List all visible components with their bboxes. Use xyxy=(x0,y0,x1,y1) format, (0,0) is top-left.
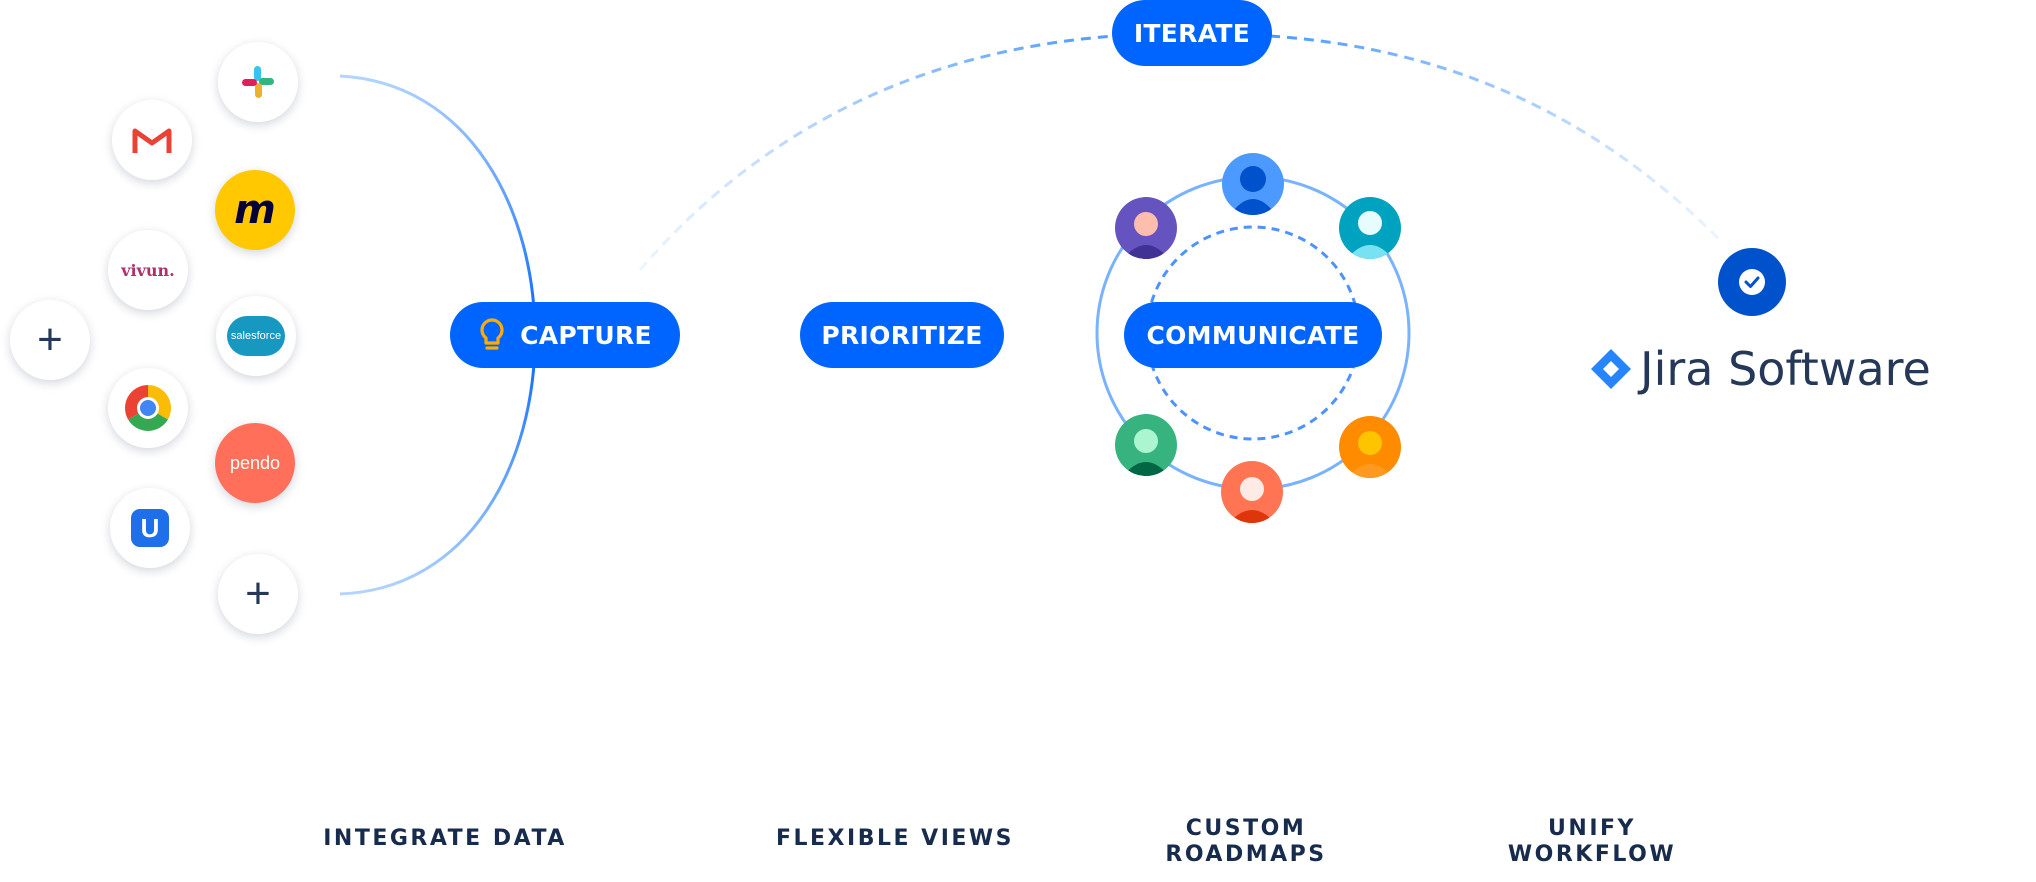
feature-line: CUSTOM xyxy=(1185,816,1307,841)
lightbulb-icon xyxy=(480,318,504,350)
uservoice-letter: U xyxy=(140,512,160,543)
miro-mark: m xyxy=(234,187,276,233)
team-avatar xyxy=(1115,414,1177,476)
check-badge-icon xyxy=(1718,248,1786,316)
team-avatar xyxy=(1339,416,1401,478)
iterate-label: ITERATE xyxy=(1133,18,1251,48)
uservoice-mark: U xyxy=(131,509,169,547)
team-avatar xyxy=(1339,197,1401,259)
jira-logo-icon xyxy=(1591,349,1631,389)
salesforce-logo: salesforce xyxy=(230,330,282,342)
gmail-icon[interactable] xyxy=(112,100,192,180)
pendo-logo: pendo xyxy=(229,452,281,473)
vivun-icon[interactable]: vivun. xyxy=(108,230,188,310)
feature-line: UNIFY xyxy=(1548,816,1636,841)
uservoice-icon[interactable]: U xyxy=(110,488,190,568)
feature-line: FLEXIBLE VIEWS xyxy=(775,826,1015,851)
feature-line: INTEGRATE DATA xyxy=(323,826,567,851)
pendo-icon[interactable]: pendo xyxy=(215,423,295,503)
team-avatar xyxy=(1115,197,1177,259)
chrome-icon[interactable] xyxy=(108,368,188,448)
vivun-logo: vivun. xyxy=(121,260,175,280)
jira-software-wordmark: Jira Software xyxy=(1640,342,1931,396)
plus-icon: + xyxy=(37,315,63,364)
miro-icon[interactable]: m xyxy=(215,170,295,250)
add-integration-button[interactable]: + xyxy=(10,300,90,380)
prioritize-label: PRIORITIZE xyxy=(821,320,983,350)
feature-label: CUSTOM ROADMAPS xyxy=(1165,816,1326,868)
feature-line: WORKFLOW xyxy=(1507,842,1677,867)
feature-label: UNIFY WORKFLOW xyxy=(1508,816,1676,868)
add-integration-button-bottom[interactable]: + xyxy=(218,554,298,634)
slack-icon[interactable] xyxy=(218,42,298,122)
feature-label: FLEXIBLE VIEWS xyxy=(776,826,1014,852)
team-avatar xyxy=(1222,153,1284,215)
iterate-arc-right xyxy=(1269,34,1722,242)
communicate-label: COMMUNICATE xyxy=(1146,320,1360,350)
prioritize-stage[interactable]: PRIORITIZE xyxy=(800,302,1004,368)
iterate-arc-left xyxy=(638,34,1116,271)
team-avatar xyxy=(1221,461,1283,523)
feature-label: INTEGRATE DATA xyxy=(323,826,567,852)
salesforce-cloud: salesforce xyxy=(227,316,285,356)
capture-stage[interactable]: CAPTURE xyxy=(450,302,680,368)
iterate-stage[interactable]: ITERATE xyxy=(1112,0,1272,66)
capture-label: CAPTURE xyxy=(520,320,652,350)
plus-icon: + xyxy=(245,569,271,618)
communicate-stage[interactable]: COMMUNICATE xyxy=(1124,302,1382,368)
salesforce-icon[interactable]: salesforce xyxy=(216,296,296,376)
feature-line: ROADMAPS xyxy=(1165,842,1327,867)
